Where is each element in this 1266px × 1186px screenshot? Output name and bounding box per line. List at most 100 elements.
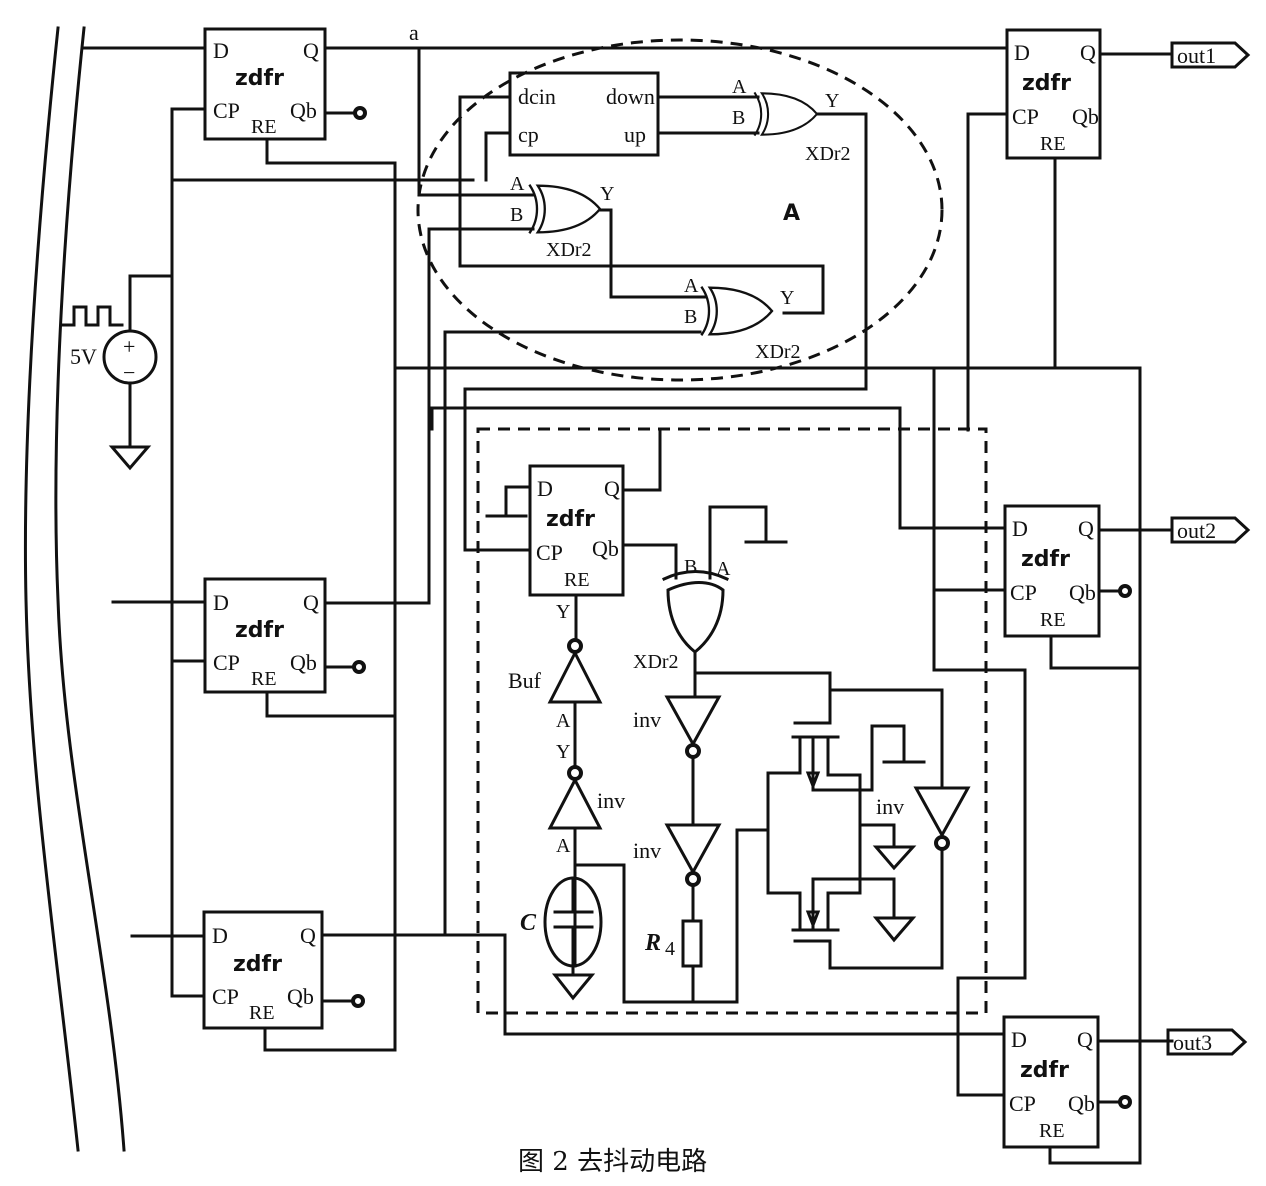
pin-re: RE [1040,609,1066,631]
pin-cp: CP [1012,104,1039,129]
svg-text:B: B [684,556,697,578]
svg-text:R: R [644,930,661,956]
svg-text:out3: out3 [1173,1030,1212,1055]
ground-icon [108,445,152,471]
arrow-icon [805,910,821,930]
svg-text:Y: Y [825,90,839,112]
svg-text:A: A [716,558,731,580]
svg-text:inv: inv [633,707,661,732]
ff-name: zdfr [1020,1058,1069,1083]
svg-text:Y: Y [600,183,614,205]
pin-re: RE [1039,1120,1065,1142]
svg-text:+: + [123,334,135,359]
pulse-voltage-source: + − 5V [60,274,172,471]
pin-d: D [1011,1027,1027,1052]
svg-text:XDr2: XDr2 [755,341,801,363]
updown-counter: dcin down cp up [508,71,660,157]
svg-text:down: down [606,84,655,109]
output-port-out2: out2 [1170,516,1251,544]
svg-text:XDr2: XDr2 [805,143,851,165]
pin-q: Q [1078,516,1094,541]
region-a-boundary [416,38,944,382]
pin-q: Q [303,590,319,615]
ff-name: zdfr [546,507,595,532]
ff-name: zdfr [235,618,284,643]
flipflop-2: D Q zdfr CP Qb RE [203,577,327,694]
pin-q: Q [300,923,316,948]
break-line-outer [23,26,80,1152]
inverter-down-1: inv [633,695,722,759]
svg-text:dcin: dcin [518,84,556,109]
pin-qb: Qb [290,98,317,123]
inverter-feedback [913,786,971,851]
svg-text:Y: Y [780,287,794,309]
flipflop-out2: D Q zdfr CP Qb RE [1003,504,1101,638]
svg-text:A: A [510,173,525,195]
source-amplitude: 5V [70,344,97,369]
inverter-up: inv A [547,765,625,857]
flipflop-inner: D Q zdfr CP Qb RE [528,464,625,597]
ff-name: zdfr [1021,547,1070,572]
svg-text:A: A [732,76,747,98]
flipflop-3: D Q zdfr CP Qb RE [202,910,324,1030]
output-port-out1: out1 [1170,41,1251,69]
ff-name: zdfr [235,66,284,91]
svg-text:Y: Y [556,601,570,623]
svg-text:out1: out1 [1177,43,1216,68]
flipflop-1: D Q zdfr CP Qb RE [203,27,327,141]
pin-qb: Qb [290,650,317,675]
xor-gate-4: B A XDr2 [633,556,731,673]
svg-text:XDr2: XDr2 [633,651,679,673]
pin-qb: Qb [592,536,619,561]
svg-text:out2: out2 [1177,518,1216,543]
region-a-label: A [783,201,800,226]
inverter-down-2: inv [633,823,722,887]
arrow-icon [805,771,821,791]
svg-text:Buf: Buf [508,668,542,693]
pin-qb: Qb [287,984,314,1009]
svg-text:4: 4 [665,938,675,960]
figure-caption: 图 2 去抖动电路 [518,1147,707,1177]
pin-re: RE [249,1002,275,1024]
resistor: R 4 [644,919,703,968]
pin-cp: CP [536,540,563,565]
ff-name: zdfr [233,952,282,977]
pin-cp: CP [1009,1091,1036,1116]
svg-text:B: B [732,107,745,129]
ground-icon [551,973,596,1001]
svg-text:up: up [624,122,646,147]
pin-d: D [1012,516,1028,541]
flipflop-out3: D Q zdfr CP Qb RE [1002,1015,1100,1149]
svg-text:A: A [556,835,571,857]
pin-q: Q [1077,1027,1093,1052]
pin-cp: CP [213,650,240,675]
break-line-inner [54,26,126,1152]
svg-text:A: A [684,275,699,297]
flipflop-out1: D Q zdfr CP Qb RE [1005,28,1102,160]
pin-re: RE [251,668,277,690]
pin-qb: Qb [1068,1091,1095,1116]
node-a-label: a [409,20,419,45]
svg-text:inv: inv [633,838,661,863]
pin-q: Q [604,476,620,501]
pin-cp: CP [212,984,239,1009]
xor-gate-1: A B Y XDr2 [732,76,851,165]
ground-icon [872,845,917,871]
pin-re: RE [1040,133,1066,155]
ff-name: zdfr [1022,71,1071,96]
debounce-core-boundary [476,427,988,1015]
pin-d: D [212,923,228,948]
pin-d: D [213,38,229,63]
svg-text:B: B [510,204,523,226]
pin-re: RE [251,116,277,138]
svg-text:B: B [684,306,697,328]
pin-q: Q [303,38,319,63]
ground-icon [872,916,917,943]
pin-qb: Qb [1069,580,1096,605]
svg-text:Y: Y [556,741,570,763]
output-port-out3: out3 [1166,1028,1248,1056]
svg-text:inv: inv [597,788,625,813]
pin-re: RE [564,569,590,591]
pin-cp: CP [213,98,240,123]
